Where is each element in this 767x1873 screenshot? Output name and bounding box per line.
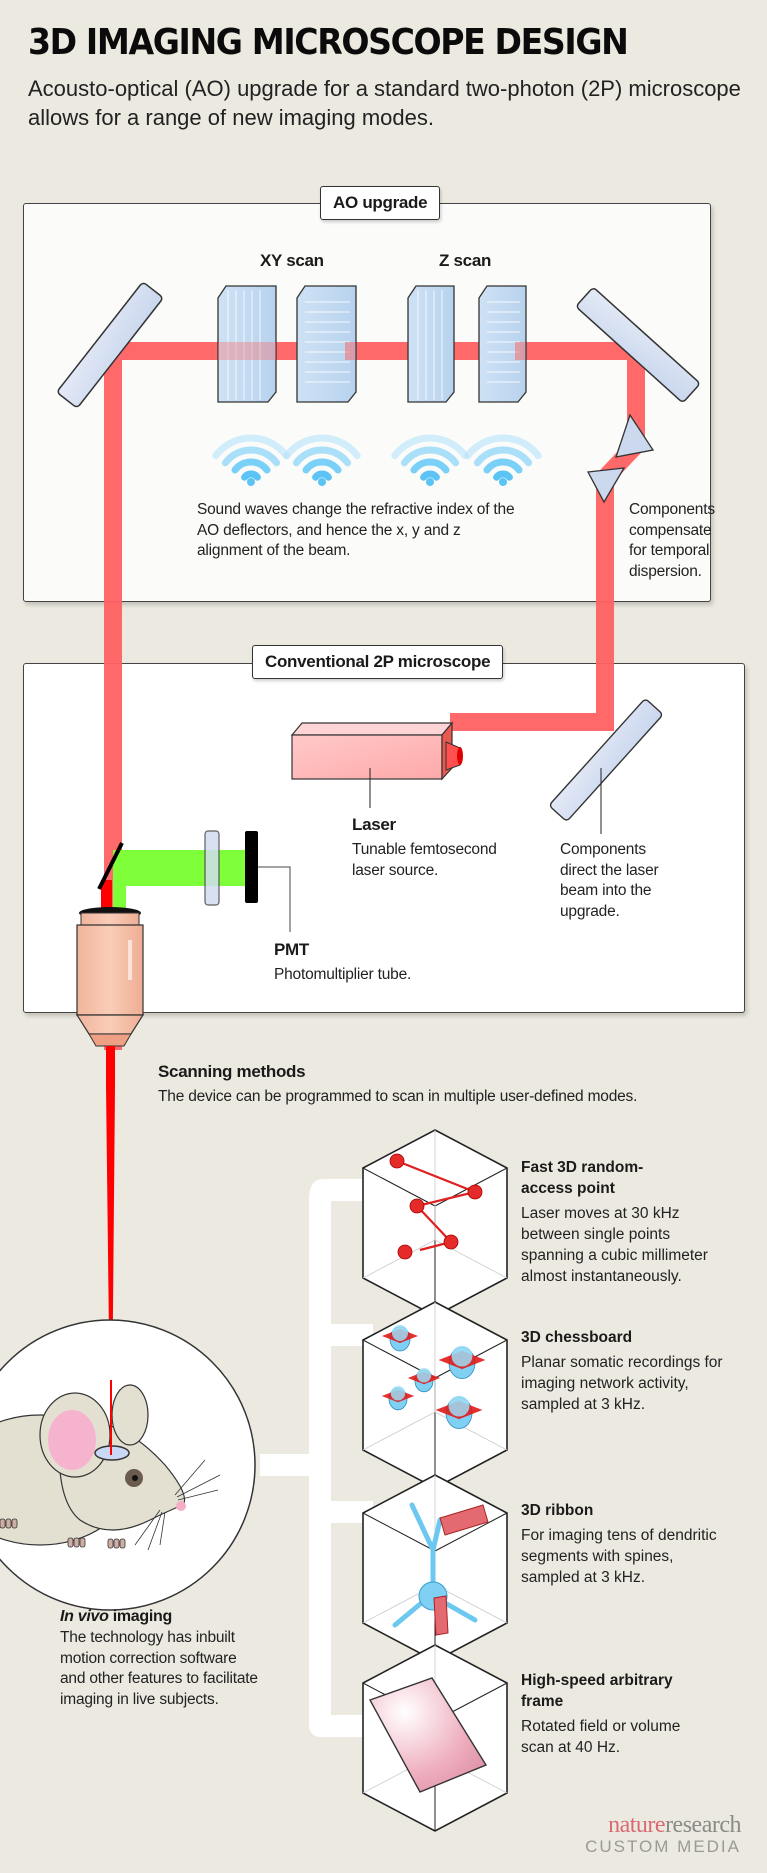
mode-connector (260, 1179, 373, 1737)
fluorescence-beam (113, 850, 246, 886)
page-title: 3D IMAGING MICROSCOPE DESIGN (28, 22, 629, 63)
scan-point (467, 1184, 483, 1200)
cube-random-access (362, 1129, 508, 1317)
aod-xy-1 (217, 285, 277, 403)
steering-mirror (549, 699, 663, 821)
mode-title: 3D chessboard (521, 1329, 633, 1346)
scan-frame (368, 1677, 488, 1793)
sound-wave-icon (212, 434, 290, 486)
mode-item: Fast 3D random-access point Laser moves … (521, 1157, 741, 1287)
sound-wave-icon (464, 434, 542, 486)
mode-desc: Laser moves at 30 kHz between single poi… (521, 1205, 708, 1285)
in-vivo-title: In vivo imaging (60, 1608, 260, 1626)
cube-arbitrary-frame (362, 1644, 508, 1832)
z-scan-label: Z scan (439, 251, 492, 270)
aod-z-2 (478, 285, 527, 403)
pmt-desc: Photomultiplier tube. (274, 966, 412, 983)
laser-beam-path (104, 342, 645, 1050)
aod-z-1 (407, 285, 455, 403)
mode-desc: Planar somatic recordings for imaging ne… (521, 1354, 723, 1413)
laser-source (290, 721, 463, 808)
cube-chessboard (362, 1301, 508, 1489)
prisms-caption: Components compensate for temporal dispe… (629, 501, 715, 580)
pmt-leader-line (258, 866, 291, 932)
ao-upgrade-tag: AO upgrade (320, 186, 441, 220)
prism-bottom (586, 467, 626, 504)
scan-ribbon (439, 1504, 489, 1536)
xy-scan-label: XY scan (260, 251, 324, 270)
focused-beam (106, 1046, 115, 1086)
pmt-title: PMT (274, 940, 309, 959)
brand-line2: CUSTOM MEDIA (585, 1837, 741, 1856)
aod-xy-2 (296, 285, 357, 403)
scanning-title: Scanning methods (158, 1062, 306, 1081)
sound-wave-icon (391, 434, 469, 486)
scan-point (389, 1153, 405, 1169)
cube-ribbon (362, 1474, 508, 1662)
sound-waves-caption: Sound waves change the refractive index … (197, 501, 515, 559)
scan-mode-cubes (362, 1129, 508, 1832)
right-mirror (576, 288, 700, 402)
scan-point (409, 1198, 425, 1214)
brand-part1: nature (608, 1812, 666, 1838)
sound-wave-icon (283, 434, 361, 486)
mirror-desc: Components direct the laser beam into th… (560, 841, 659, 920)
beam-main-loop (104, 342, 645, 1050)
mode-title: 3D ribbon (521, 1502, 594, 1519)
scan-point (397, 1244, 413, 1260)
laser-desc: Tunable femtosecond laser source. (352, 841, 497, 879)
brand-part2: research (665, 1812, 741, 1838)
in-vivo-block: In vivo imaging The technology has inbui… (60, 1608, 260, 1710)
pmt-detector (245, 831, 258, 903)
mode-title: Fast 3D random-access point (521, 1159, 644, 1197)
scan-point (443, 1234, 459, 1250)
scan-ribbon (433, 1595, 449, 1636)
dichroic-mirror (97, 842, 124, 890)
left-mirror (57, 282, 163, 408)
objective-lens (75, 907, 145, 1047)
in-vivo-title-rest: imaging (108, 1608, 173, 1625)
page-subtitle: Acousto-optical (AO) upgrade for a stand… (28, 76, 741, 130)
mode-item: 3D chessboard Planar somatic recordings … (521, 1327, 741, 1415)
brand-logo: natureresearch CUSTOM MEDIA (585, 1812, 741, 1857)
scanning-desc: The device can be programmed to scan in … (158, 1088, 638, 1105)
mode-item: 3D ribbon For imaging tens of dendritic … (521, 1500, 741, 1588)
mode-desc: For imaging tens of dendritic segments w… (521, 1527, 717, 1586)
prism-top (615, 413, 655, 458)
mode-item: High-speed arbitrary frame Rotated field… (521, 1670, 741, 1758)
conventional-tag: Conventional 2P microscope (252, 645, 504, 679)
laser-title: Laser (352, 815, 396, 834)
in-vivo-desc: The technology has inbuilt motion correc… (60, 1629, 258, 1708)
emission-filter (204, 830, 220, 906)
sound-waves (212, 434, 542, 486)
in-vivo-title-italic: In vivo (60, 1608, 109, 1625)
mode-title: High-speed arbitrary frame (521, 1672, 673, 1710)
mode-desc: Rotated field or volume scan at 40 Hz. (521, 1718, 681, 1756)
mouse-illustration (0, 1384, 221, 1551)
